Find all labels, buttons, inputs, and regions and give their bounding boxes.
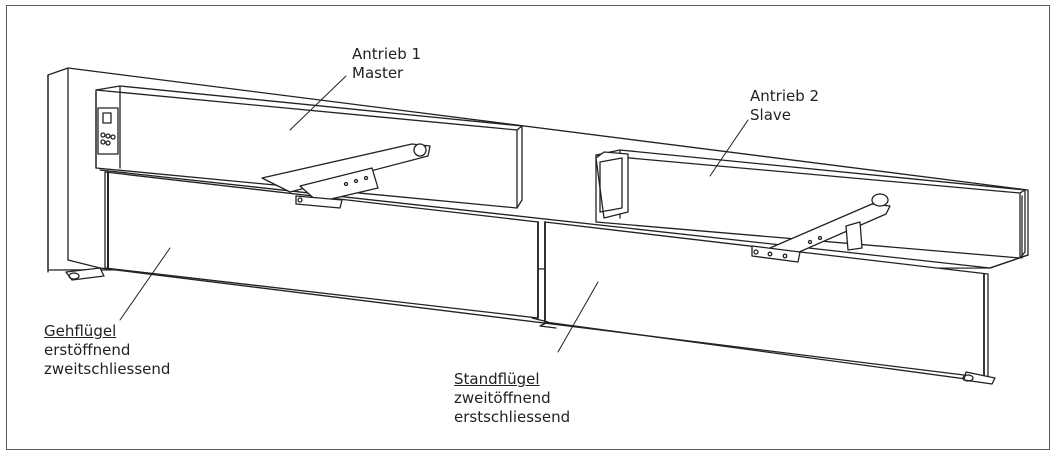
active-leaf-open-order: erstöffnend: [44, 341, 131, 359]
active-leaf-close-order: zweitschliessend: [44, 360, 171, 378]
passive-leaf-label: Standflügel zweitöffnend erstschliessend: [454, 370, 570, 427]
drive-2-name: Antrieb 2: [750, 87, 820, 105]
leader-drive-1: [289, 75, 347, 131]
passive-leaf-open-order: zweitöffnend: [454, 389, 551, 407]
drive-1-arm: [261, 143, 431, 209]
active-leaf-label: Gehflügel erstöffnend zweitschliessend: [44, 322, 170, 379]
drive-2-label: Antrieb 2 Slave: [750, 87, 819, 125]
drive-1-role: Master: [352, 64, 404, 82]
drive-1-housing: [95, 85, 523, 209]
drive-2-housing: [595, 149, 1026, 259]
active-leaf-title: Gehflügel: [44, 322, 117, 340]
figure-frame: [6, 5, 1050, 450]
drive-1-label: Antrieb 1 Master: [352, 45, 421, 83]
leader-drive-2: [709, 119, 749, 177]
passive-leaf-close-order: erstschliessend: [454, 408, 571, 426]
drive-1-name: Antrieb 1: [352, 45, 422, 63]
leader-lines: [119, 75, 749, 353]
passive-leaf-title: Standflügel: [454, 370, 540, 388]
drive-2-role: Slave: [750, 106, 791, 124]
leader-active-leaf: [119, 247, 171, 321]
floor-brackets: [65, 267, 996, 385]
drive-2-arm: [751, 193, 891, 263]
leader-passive-leaf: [557, 281, 599, 353]
